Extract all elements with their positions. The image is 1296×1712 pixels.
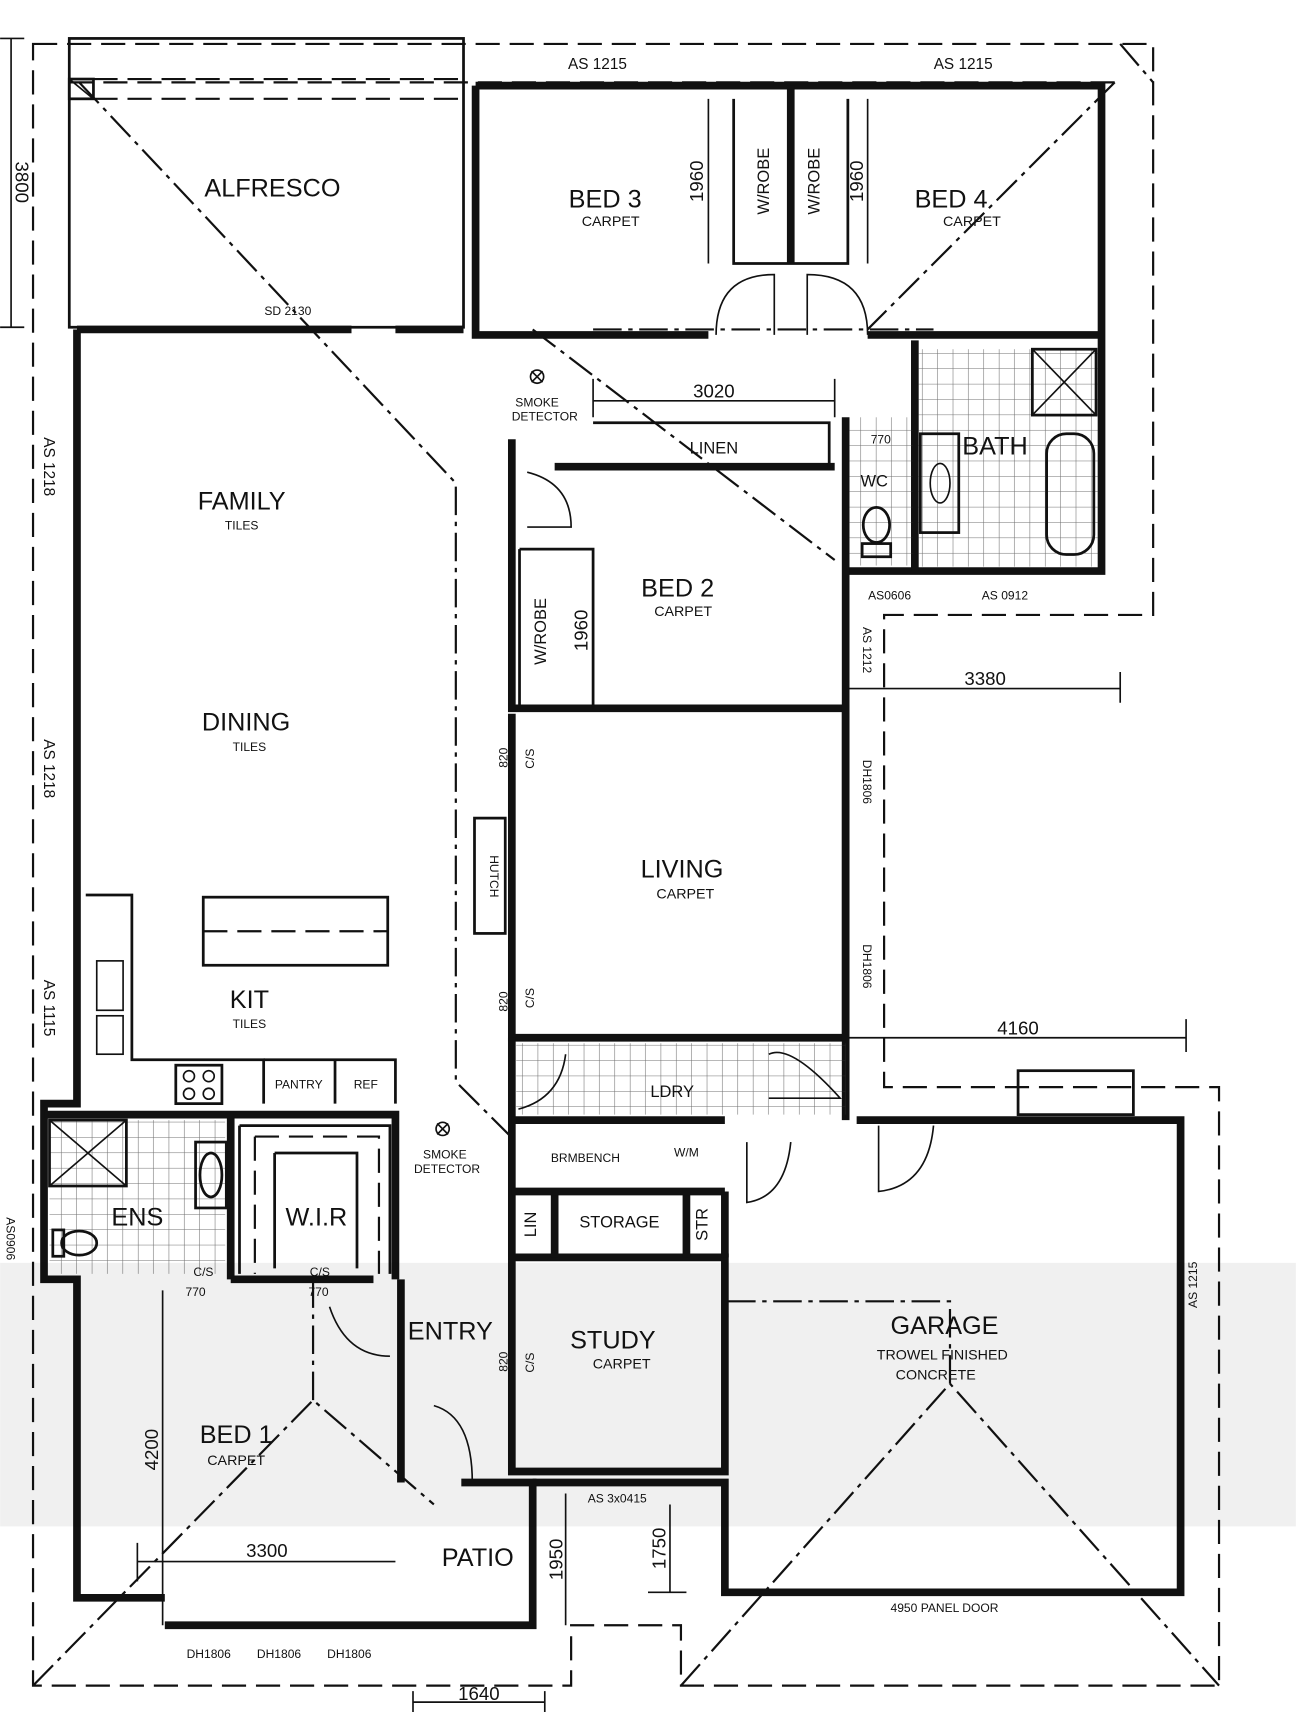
dimension-label: 1640: [458, 1683, 500, 1704]
sliding-door-label: SD 2130: [264, 304, 311, 318]
room-ens: ENS: [111, 1204, 163, 1232]
room-dining: DINING: [202, 708, 290, 736]
room-bed1: BED 1: [200, 1421, 273, 1449]
dimension-label: 1950: [545, 1539, 566, 1581]
floor-family: TILES: [225, 518, 259, 532]
room-alfresco: ALFRESCO: [204, 175, 340, 203]
dimension-label: 820: [496, 1351, 510, 1371]
room-storage: STORAGE: [579, 1214, 659, 1232]
dimension-label: 770: [308, 1285, 328, 1299]
window-label: AS0906: [4, 1217, 18, 1260]
floor-study: CARPET: [593, 1356, 651, 1372]
detector-label: DETECTOR: [512, 410, 578, 424]
wrobe-label-1: W/ROBE: [755, 148, 773, 215]
floor-dining: TILES: [233, 740, 267, 754]
tiled-areas: [48, 347, 1099, 1274]
window-label: AS 1215: [934, 56, 993, 73]
ref-label: REF: [354, 1077, 378, 1091]
dimension-label: 820: [496, 991, 510, 1011]
smoke-label: SMOKE: [423, 1148, 467, 1162]
dimension-label: 820: [496, 747, 510, 767]
floor-bed3: CARPET: [582, 214, 640, 230]
floor-bed2: CARPET: [654, 604, 712, 620]
room-bed3: BED 3: [569, 186, 642, 214]
floor-garage-1: TROWEL FINISHED: [877, 1347, 1008, 1363]
wrobe-label-2: W/ROBE: [805, 148, 823, 215]
room-linen: LINEN: [690, 440, 739, 458]
room-entry: ENTRY: [408, 1318, 493, 1346]
dimension-label: 1960: [686, 160, 707, 202]
window-label: DH1806: [860, 944, 874, 989]
wm-label: W/M: [674, 1145, 699, 1159]
floor-bed4: CARPET: [943, 214, 1001, 230]
room-bed2: BED 2: [641, 574, 714, 602]
doors: [328, 273, 1181, 1594]
room-bath: BATH: [962, 433, 1027, 461]
dimension-label: 3020: [693, 381, 735, 402]
floor-garage-2: CONCRETE: [896, 1367, 976, 1383]
window-label: AS 1215: [568, 56, 627, 73]
window-label: DH1806: [187, 1647, 232, 1661]
room-patio: PATIO: [442, 1544, 514, 1572]
window-label: AS 1215: [1186, 1261, 1200, 1308]
cs-label-living-1: C/S: [523, 749, 537, 769]
dimension-label: 4160: [997, 1017, 1039, 1038]
room-family: FAMILY: [198, 488, 286, 516]
cs-label-ens: C/S: [193, 1265, 213, 1279]
cs-label-living-2: C/S: [523, 988, 537, 1008]
window-label: AS 0912: [982, 589, 1029, 603]
room-str: STR: [693, 1208, 711, 1241]
window-label: AS 1218: [40, 437, 57, 496]
room-ldry: LDRY: [650, 1083, 694, 1101]
dimension-label: 770: [871, 433, 891, 447]
window-label: AS 1218: [40, 739, 57, 798]
window-label: DH1806: [327, 1647, 372, 1661]
floor-bed1: CARPET: [207, 1453, 265, 1469]
dimension-label: 3800: [11, 162, 32, 204]
dimension-label: 1960: [571, 610, 592, 652]
room-wc: WC: [860, 472, 888, 490]
room-study: STUDY: [570, 1327, 656, 1355]
dimension-label: 770: [185, 1285, 205, 1299]
pantry-label: PANTRY: [275, 1077, 323, 1091]
dimension-label: 1960: [846, 160, 867, 202]
dimension-label: 3300: [246, 1540, 288, 1561]
window-label: DH1806: [257, 1647, 302, 1661]
floor-living: CARPET: [656, 886, 714, 902]
window-label: AS0606: [868, 589, 911, 603]
room-bed4: BED 4: [915, 186, 988, 214]
window-label: DH1806: [860, 760, 874, 805]
kitchen-fixtures: [95, 816, 1135, 1116]
smoke-detector-2: SMOKE DETECTOR: [414, 1121, 480, 1176]
hutch-label: HUTCH: [487, 855, 501, 897]
room-kit: KIT: [230, 986, 269, 1014]
window-labels: AS 1215 AS 1215 AS 1218 AS 1218 AS 1115 …: [4, 56, 1200, 1661]
brm-bench-label: BRMBENCH: [551, 1151, 620, 1165]
dimension-label: 1750: [649, 1528, 670, 1570]
smoke-label: SMOKE: [515, 395, 559, 409]
smoke-detector-1: SMOKE DETECTOR: [512, 369, 578, 424]
dimension-lines: [0, 37, 1187, 1712]
dimension-label: 3380: [964, 668, 1006, 689]
cs-label-wir: C/S: [310, 1265, 330, 1279]
room-garage: GARAGE: [890, 1312, 998, 1340]
window-label: AS 1212: [860, 627, 874, 674]
wrobe-label-3: W/ROBE: [532, 598, 550, 665]
room-lin: LIN: [522, 1212, 540, 1238]
room-living: LIVING: [641, 855, 724, 883]
window-label: AS 1115: [40, 980, 57, 1037]
detector-label: DETECTOR: [414, 1162, 480, 1176]
scan-shading: [0, 1262, 1296, 1527]
cs-label-study: C/S: [523, 1353, 537, 1373]
panel-door-label: 4950 PANEL DOOR: [891, 1601, 999, 1615]
room-labels: ALFRESCO BED 3 CARPET BED 4 CARPET FAMIL…: [111, 175, 1027, 1572]
floor-kit: TILES: [233, 1017, 267, 1031]
room-wir: W.I.R: [285, 1204, 347, 1232]
dimension-labels: 3800 1960 1960 3020 770 1960 3380 4160 8…: [11, 160, 1038, 1703]
fixture-labels: W/ROBE W/ROBE W/ROBE PANTRY REF BRMBENCH…: [193, 148, 998, 1615]
dimension-label: 4200: [141, 1429, 162, 1471]
window-label: AS 3x0415: [588, 1491, 647, 1505]
